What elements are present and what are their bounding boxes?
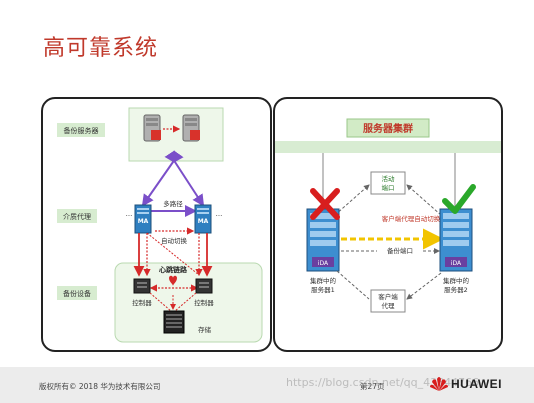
cluster-title: 服务器集群 [363, 122, 413, 135]
client-agent-label-2: 代理 [382, 301, 396, 310]
controller-b-icon [195, 278, 213, 294]
backup-device-label-bg [57, 286, 97, 300]
ida-b-text: iDA [451, 260, 462, 267]
ma-a-text: MA [138, 218, 149, 225]
backup-device-label: 备份设备 [63, 289, 91, 298]
backup-server-box [128, 107, 224, 162]
huawei-logo-icon [430, 377, 448, 391]
backup-device-box [114, 262, 263, 343]
server1-label-2: 服务器1 [311, 285, 335, 294]
server-icon [182, 114, 200, 142]
ellipsis-a: ... [126, 210, 133, 218]
media-agent-a-icon: MA [134, 204, 152, 234]
cross-link-a [146, 232, 200, 276]
backup-port-box [379, 244, 421, 255]
server2-label-2: 服务器2 [444, 285, 468, 294]
auto-switch-label: 自动切换 [161, 236, 188, 245]
server-to-ma-b-link [164, 150, 205, 207]
controller-b-to-storage-link [174, 292, 197, 312]
client-agent-label-1: 客户端 [378, 292, 398, 301]
server-cluster-diagram: 服务器集群 活动 端口 客户端代理自动切换 备份端口 iDA [275, 118, 501, 313]
cluster-band [275, 141, 501, 153]
footer-copyright: 版权所有© 2018 华为技术有限公司 [39, 382, 161, 391]
page-title: 高可靠系统 [43, 36, 159, 61]
server-cluster-panel: 服务器集群 活动 端口 客户端代理自动切换 备份端口 iDA [273, 97, 503, 352]
server-to-ma-a-link [141, 150, 184, 207]
active-port-label-1: 活动 [382, 174, 396, 183]
heart-icon [169, 275, 177, 286]
brand-name: HUAWEI [451, 377, 502, 391]
backup-port-label: 备份端口 [387, 246, 413, 255]
controller-a-icon [133, 278, 151, 294]
controller-a-to-storage-link [149, 292, 172, 312]
failure-x-icon [310, 188, 340, 220]
controller-a-label: 控制器 [132, 298, 152, 307]
media-agent-b-icon: MA [194, 204, 212, 234]
controller-b-label: 控制器 [194, 298, 214, 307]
ellipsis-b: ... [216, 210, 223, 218]
ma-b-text: MA [198, 218, 209, 225]
storage-label: 存储 [198, 325, 212, 334]
heartbeat-label: 心跳链路 [159, 265, 188, 274]
client-auto-switch-label: 客户端代理自动切换 [382, 214, 441, 223]
server-icon [143, 114, 161, 142]
backup-server-label: 备份服务器 [64, 126, 99, 135]
server2-to-active-port-link [406, 184, 442, 216]
multipath-label: 多路径 [163, 199, 183, 208]
ida-a-text: iDA [318, 260, 329, 267]
storage-icon [163, 310, 185, 334]
active-port-box [370, 171, 406, 195]
media-agent-label-bg [57, 209, 97, 223]
server1-to-client-link [336, 270, 370, 300]
cluster-title-box [346, 118, 430, 138]
media-agent-label: 介质代理 [63, 212, 91, 221]
server1-to-active-port-link [334, 184, 370, 216]
page-number: 第27页 [360, 382, 385, 391]
client-agent-box [370, 289, 406, 313]
server1-label-1: 集群中的 [310, 276, 337, 285]
backup-server-label-bg [57, 123, 105, 137]
active-port-label-2: 端口 [382, 183, 395, 192]
success-check-icon [442, 184, 476, 214]
server2-label-1: 集群中的 [443, 276, 470, 285]
server2-icon: iDA [439, 208, 473, 272]
backup-architecture-panel: 备份服务器 介质代理 备份设备 多路径 MA [41, 97, 272, 352]
backup-architecture-diagram: 备份服务器 介质代理 备份设备 多路径 MA [57, 107, 263, 343]
server2-to-client-link [406, 272, 442, 300]
